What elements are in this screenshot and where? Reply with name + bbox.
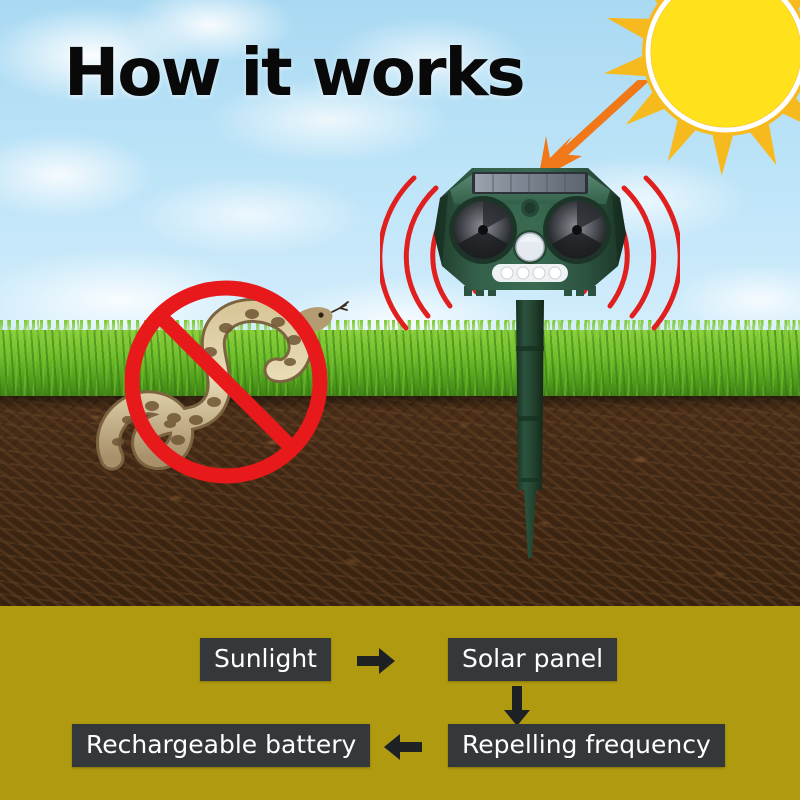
page-title: How it works <box>64 34 526 111</box>
flow-step-repelling-frequency: Repelling frequency <box>448 724 725 767</box>
led-flashing-light-icon <box>492 264 568 282</box>
ultrasonic-speaker-left-icon <box>449 196 517 264</box>
pir-motion-sensor-icon <box>513 230 547 264</box>
flow-arrow-right-icon <box>355 646 397 681</box>
soil-cross-section <box>0 396 800 608</box>
flow-arrow-left-icon <box>382 732 424 767</box>
prohibition-sign-icon <box>124 280 328 484</box>
flow-step-sunlight: Sunlight <box>200 638 331 681</box>
solar-ultrasonic-repeller <box>377 160 683 570</box>
ground-stake-icon <box>516 300 544 558</box>
snake-prohibited-group <box>92 278 368 500</box>
how-it-works-flow-panel: Sunlight Solar panel Repelling frequency… <box>0 606 800 800</box>
sun-icon <box>596 0 800 182</box>
flow-step-rechargeable-battery: Rechargeable battery <box>72 724 371 767</box>
flow-step-solar-panel: Solar panel <box>448 638 618 681</box>
ultrasonic-speaker-right-icon <box>543 196 611 264</box>
solar-panel-icon <box>472 172 588 194</box>
flow-arrow-down-icon <box>502 684 532 733</box>
